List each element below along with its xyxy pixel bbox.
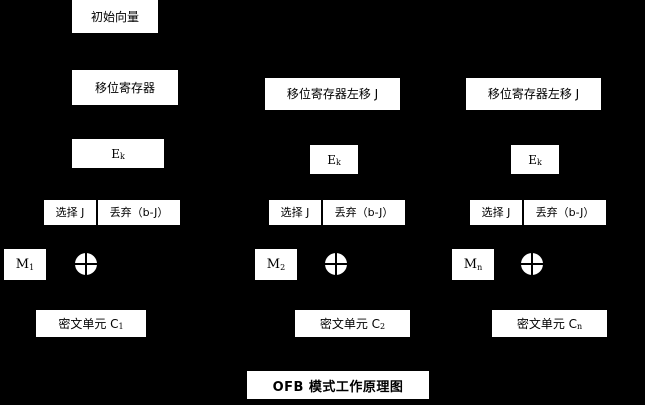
xor-icon-3 — [521, 253, 543, 275]
encrypt-label-2: E — [327, 152, 336, 167]
plaintext-sub-1: 1 — [29, 262, 35, 272]
plaintext-sub-2: 2 — [280, 262, 286, 272]
ciphertext-label-3: 密文单元 C — [516, 316, 578, 331]
shift-register-box-1: 移位寄存器 — [72, 70, 178, 105]
encrypt-label-1: E — [111, 146, 120, 161]
encrypt-sub-1: k — [119, 151, 125, 161]
select-label-3: 选择 J — [481, 206, 511, 219]
shift-register-box-2: 移位寄存器左移 J — [265, 78, 400, 110]
shift-register-box-3: 移位寄存器左移 J — [466, 78, 601, 110]
discard-label-3: 丢弃（b-J） — [535, 206, 595, 219]
ciphertext-sub-3: n — [577, 321, 583, 331]
select-box-2: 选择 J — [269, 200, 321, 225]
discard-label-2: 丢弃（b-J） — [334, 206, 394, 219]
diagram-title: OFB 模式工作原理图 — [272, 379, 404, 395]
shift-register-label-3: 移位寄存器左移 J — [487, 87, 580, 101]
discard-box-1: 丢弃（b-J） — [98, 200, 180, 225]
initial-vector-label: 初始向量 — [90, 9, 139, 24]
xor-icon-2 — [325, 253, 347, 275]
select-label-2: 选择 J — [280, 206, 310, 219]
ciphertext-sub-2: 2 — [380, 321, 386, 331]
select-box-1: 选择 J — [44, 200, 96, 225]
discard-label-1: 丢弃（b-J） — [109, 206, 169, 219]
plaintext-label-1: M — [15, 257, 30, 272]
discard-box-3: 丢弃（b-J） — [524, 200, 606, 225]
shift-register-label-2: 移位寄存器左移 J — [286, 87, 379, 101]
xor-icon-1 — [75, 253, 97, 275]
plaintext-sub-3: n — [477, 262, 483, 272]
encrypt-label-3: E — [528, 152, 537, 167]
select-label-1: 选择 J — [55, 206, 85, 219]
select-box-3: 选择 J — [470, 200, 522, 225]
diagram-title-box: OFB 模式工作原理图 — [247, 371, 429, 399]
encrypt-sub-3: k — [536, 157, 542, 167]
initial-vector-box: 初始向量 — [72, 0, 158, 33]
discard-box-2: 丢弃（b-J） — [323, 200, 405, 225]
plaintext-label-2: M — [266, 257, 281, 272]
shift-register-label-1: 移位寄存器 — [94, 80, 155, 95]
encrypt-sub-2: k — [335, 157, 341, 167]
plaintext-label-3: M — [463, 257, 478, 272]
ciphertext-label-2: 密文单元 C — [319, 316, 381, 331]
ciphertext-label-1: 密文单元 C — [58, 316, 119, 331]
ciphertext-sub-1: 1 — [118, 321, 124, 331]
